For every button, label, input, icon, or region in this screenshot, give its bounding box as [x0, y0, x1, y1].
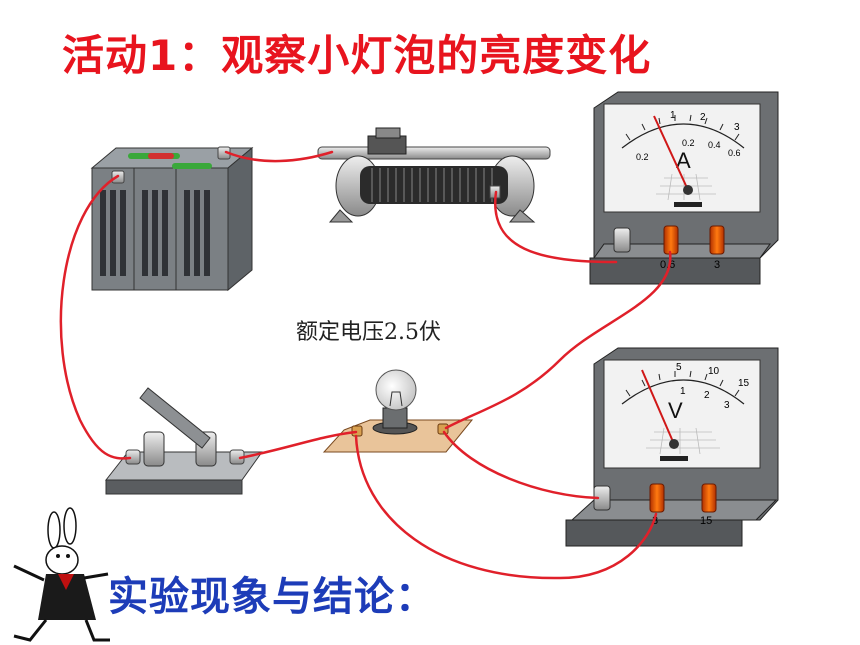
circuit-wires [59, 150, 672, 580]
knife-switch [104, 387, 263, 495]
battery-pack [90, 146, 254, 292]
conclusion-heading: 实验现象与结论： [108, 574, 436, 620]
ammeter-needle [653, 115, 689, 191]
voltmeter-needle [641, 369, 675, 445]
voltmeter-scale-label: 15 [738, 378, 750, 389]
ammeter-scale-label: 0.4 [708, 140, 721, 150]
voltmeter-scale-label: 1 [680, 386, 686, 397]
voltmeter-scale-label: 10 [708, 366, 720, 377]
light-bulb [322, 369, 474, 453]
voltmeter: 5 10 15 1 2 3 V 3 15 [565, 347, 779, 547]
voltmeter-scale-label: 5 [676, 362, 682, 373]
voltmeter-terminal-label: 15 [700, 515, 712, 527]
ammeter-scale-label: 3 [734, 122, 740, 133]
ammeter-terminal-label: 3 [714, 259, 720, 271]
rated-voltage-label: 额定电压2.5伏 [296, 320, 441, 345]
ammeter: 1 2 3 0.2 0.2 0.4 0.6 A 0.6 3 [589, 91, 779, 285]
ammeter-scale-label: 0.6 [728, 148, 741, 158]
ammeter-scale-label: 0.2 [682, 138, 695, 148]
ammeter-terminal-label: 0.6 [660, 259, 675, 271]
ammeter-scale-label: 0.2 [636, 152, 649, 162]
rabbit-mascot-icon [13, 507, 110, 642]
voltmeter-scale-label: 2 [704, 390, 710, 401]
voltmeter-scale-label: 3 [724, 400, 730, 411]
voltmeter-unit: V [668, 398, 683, 423]
slide-title: 活动1：观察小灯泡的亮度变化 [62, 31, 652, 80]
sliding-rheostat [317, 127, 551, 223]
ammeter-scale-label: 2 [700, 112, 706, 123]
ammeter-scale-label: 1 [670, 110, 676, 121]
ammeter-unit: A [676, 148, 691, 173]
